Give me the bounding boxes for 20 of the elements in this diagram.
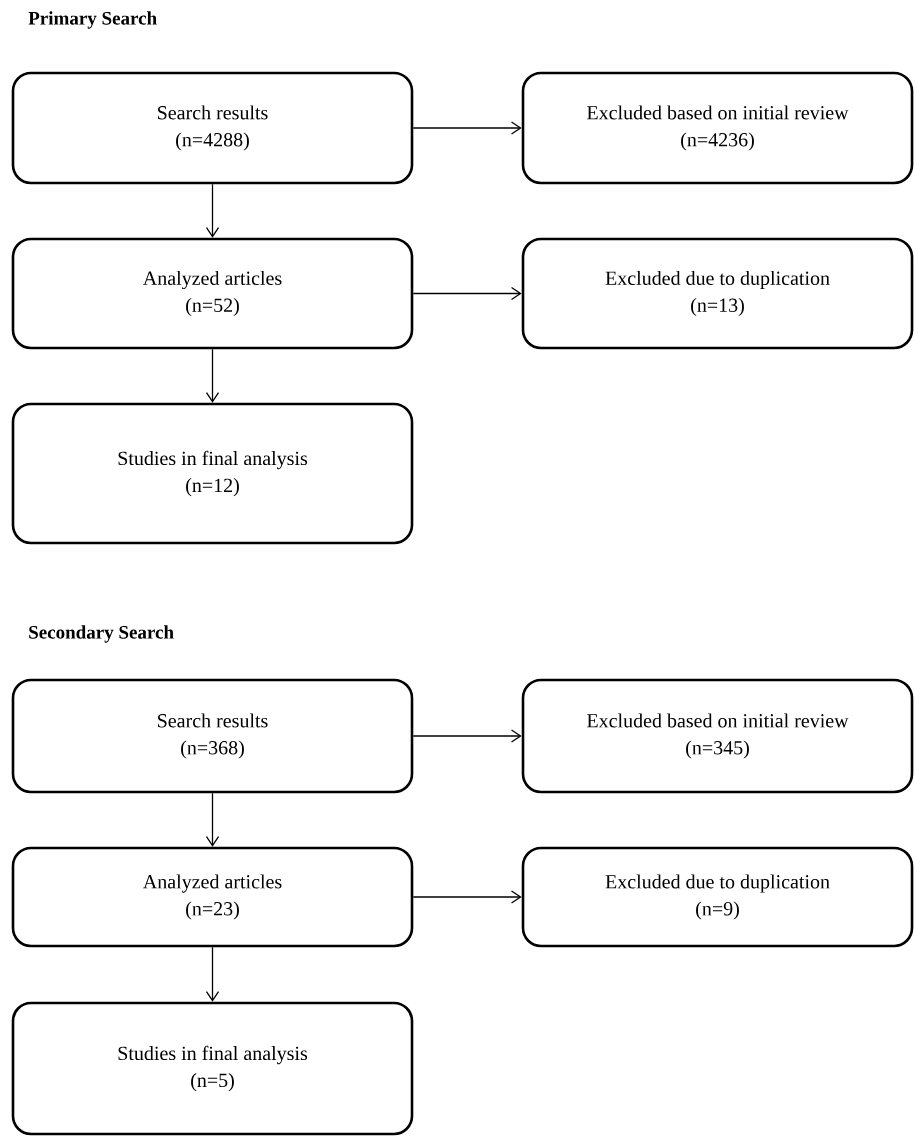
- process-box: Search results (n=368): [11, 678, 414, 794]
- arrow: [412, 286, 522, 301]
- arrow: [205, 183, 220, 238]
- arrow: [412, 729, 522, 743]
- process-box: Analyzed articles (n=52): [11, 237, 414, 350]
- arrow: [412, 890, 522, 904]
- arrow: [205, 348, 220, 403]
- arrow: [205, 946, 220, 1002]
- process-box: Search results (n=4288): [11, 71, 414, 185]
- process-box: Excluded based on initial review (n=345): [521, 678, 914, 794]
- section-heading: Primary Search: [28, 11, 157, 29]
- process-box: Analyzed articles (n=23): [11, 846, 414, 948]
- arrow: [412, 121, 522, 135]
- process-box: Studies in final analysis (n=5): [11, 1001, 414, 1136]
- section-heading: Secondary Search: [29, 625, 174, 643]
- process-box: Excluded due to duplication (n=9): [521, 846, 914, 948]
- arrow: [205, 792, 220, 847]
- process-box: Studies in final analysis (n=12): [11, 402, 414, 545]
- process-box: Excluded based on initial review (n=4236): [521, 71, 914, 185]
- process-box: Excluded due to duplication (n=13): [521, 237, 914, 350]
